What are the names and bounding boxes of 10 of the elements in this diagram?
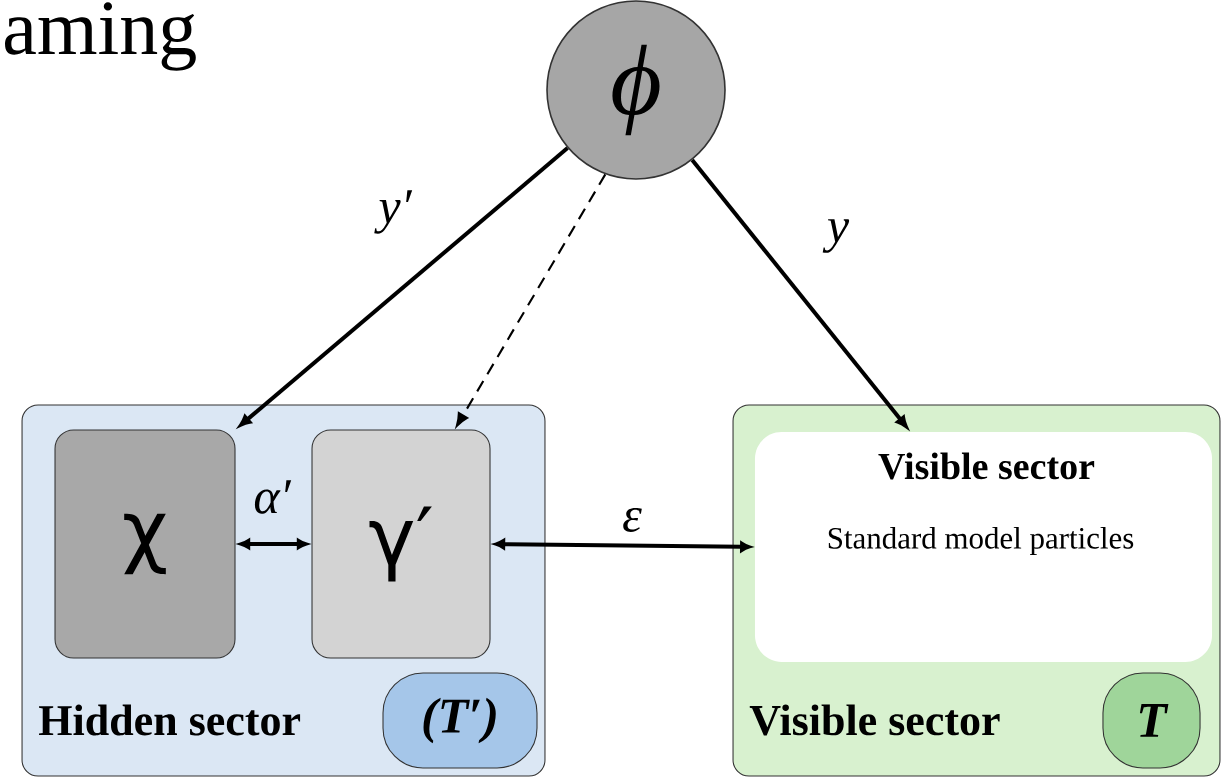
particle-box: χ (54, 429, 236, 659)
particle-box: γ′ (311, 429, 491, 659)
arrow (690, 158, 908, 429)
temperature-badge: T (1102, 672, 1201, 769)
edge-label: α′ (254, 480, 292, 514)
edge-label: ε (623, 507, 642, 532)
temperature-badge: (T′) (382, 672, 538, 769)
heading-fragment: aming (5, 2, 196, 71)
sector-box: Visible sector Standard model particles (754, 432, 1213, 662)
edge-label: y (822, 219, 850, 253)
